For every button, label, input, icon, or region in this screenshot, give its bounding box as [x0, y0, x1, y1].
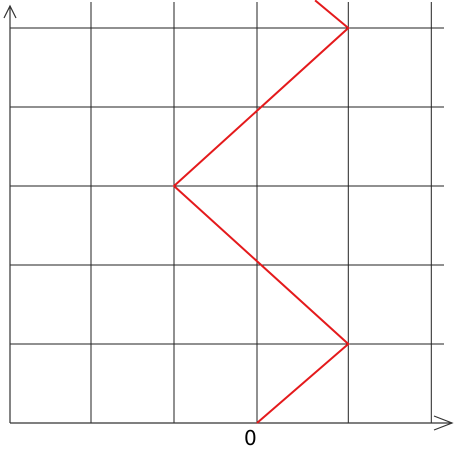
origin-tick-label: 0 — [244, 426, 257, 450]
series-line — [174, 0, 348, 423]
series-group — [174, 0, 348, 423]
grid-lines — [10, 2, 444, 423]
axes — [4, 6, 452, 430]
